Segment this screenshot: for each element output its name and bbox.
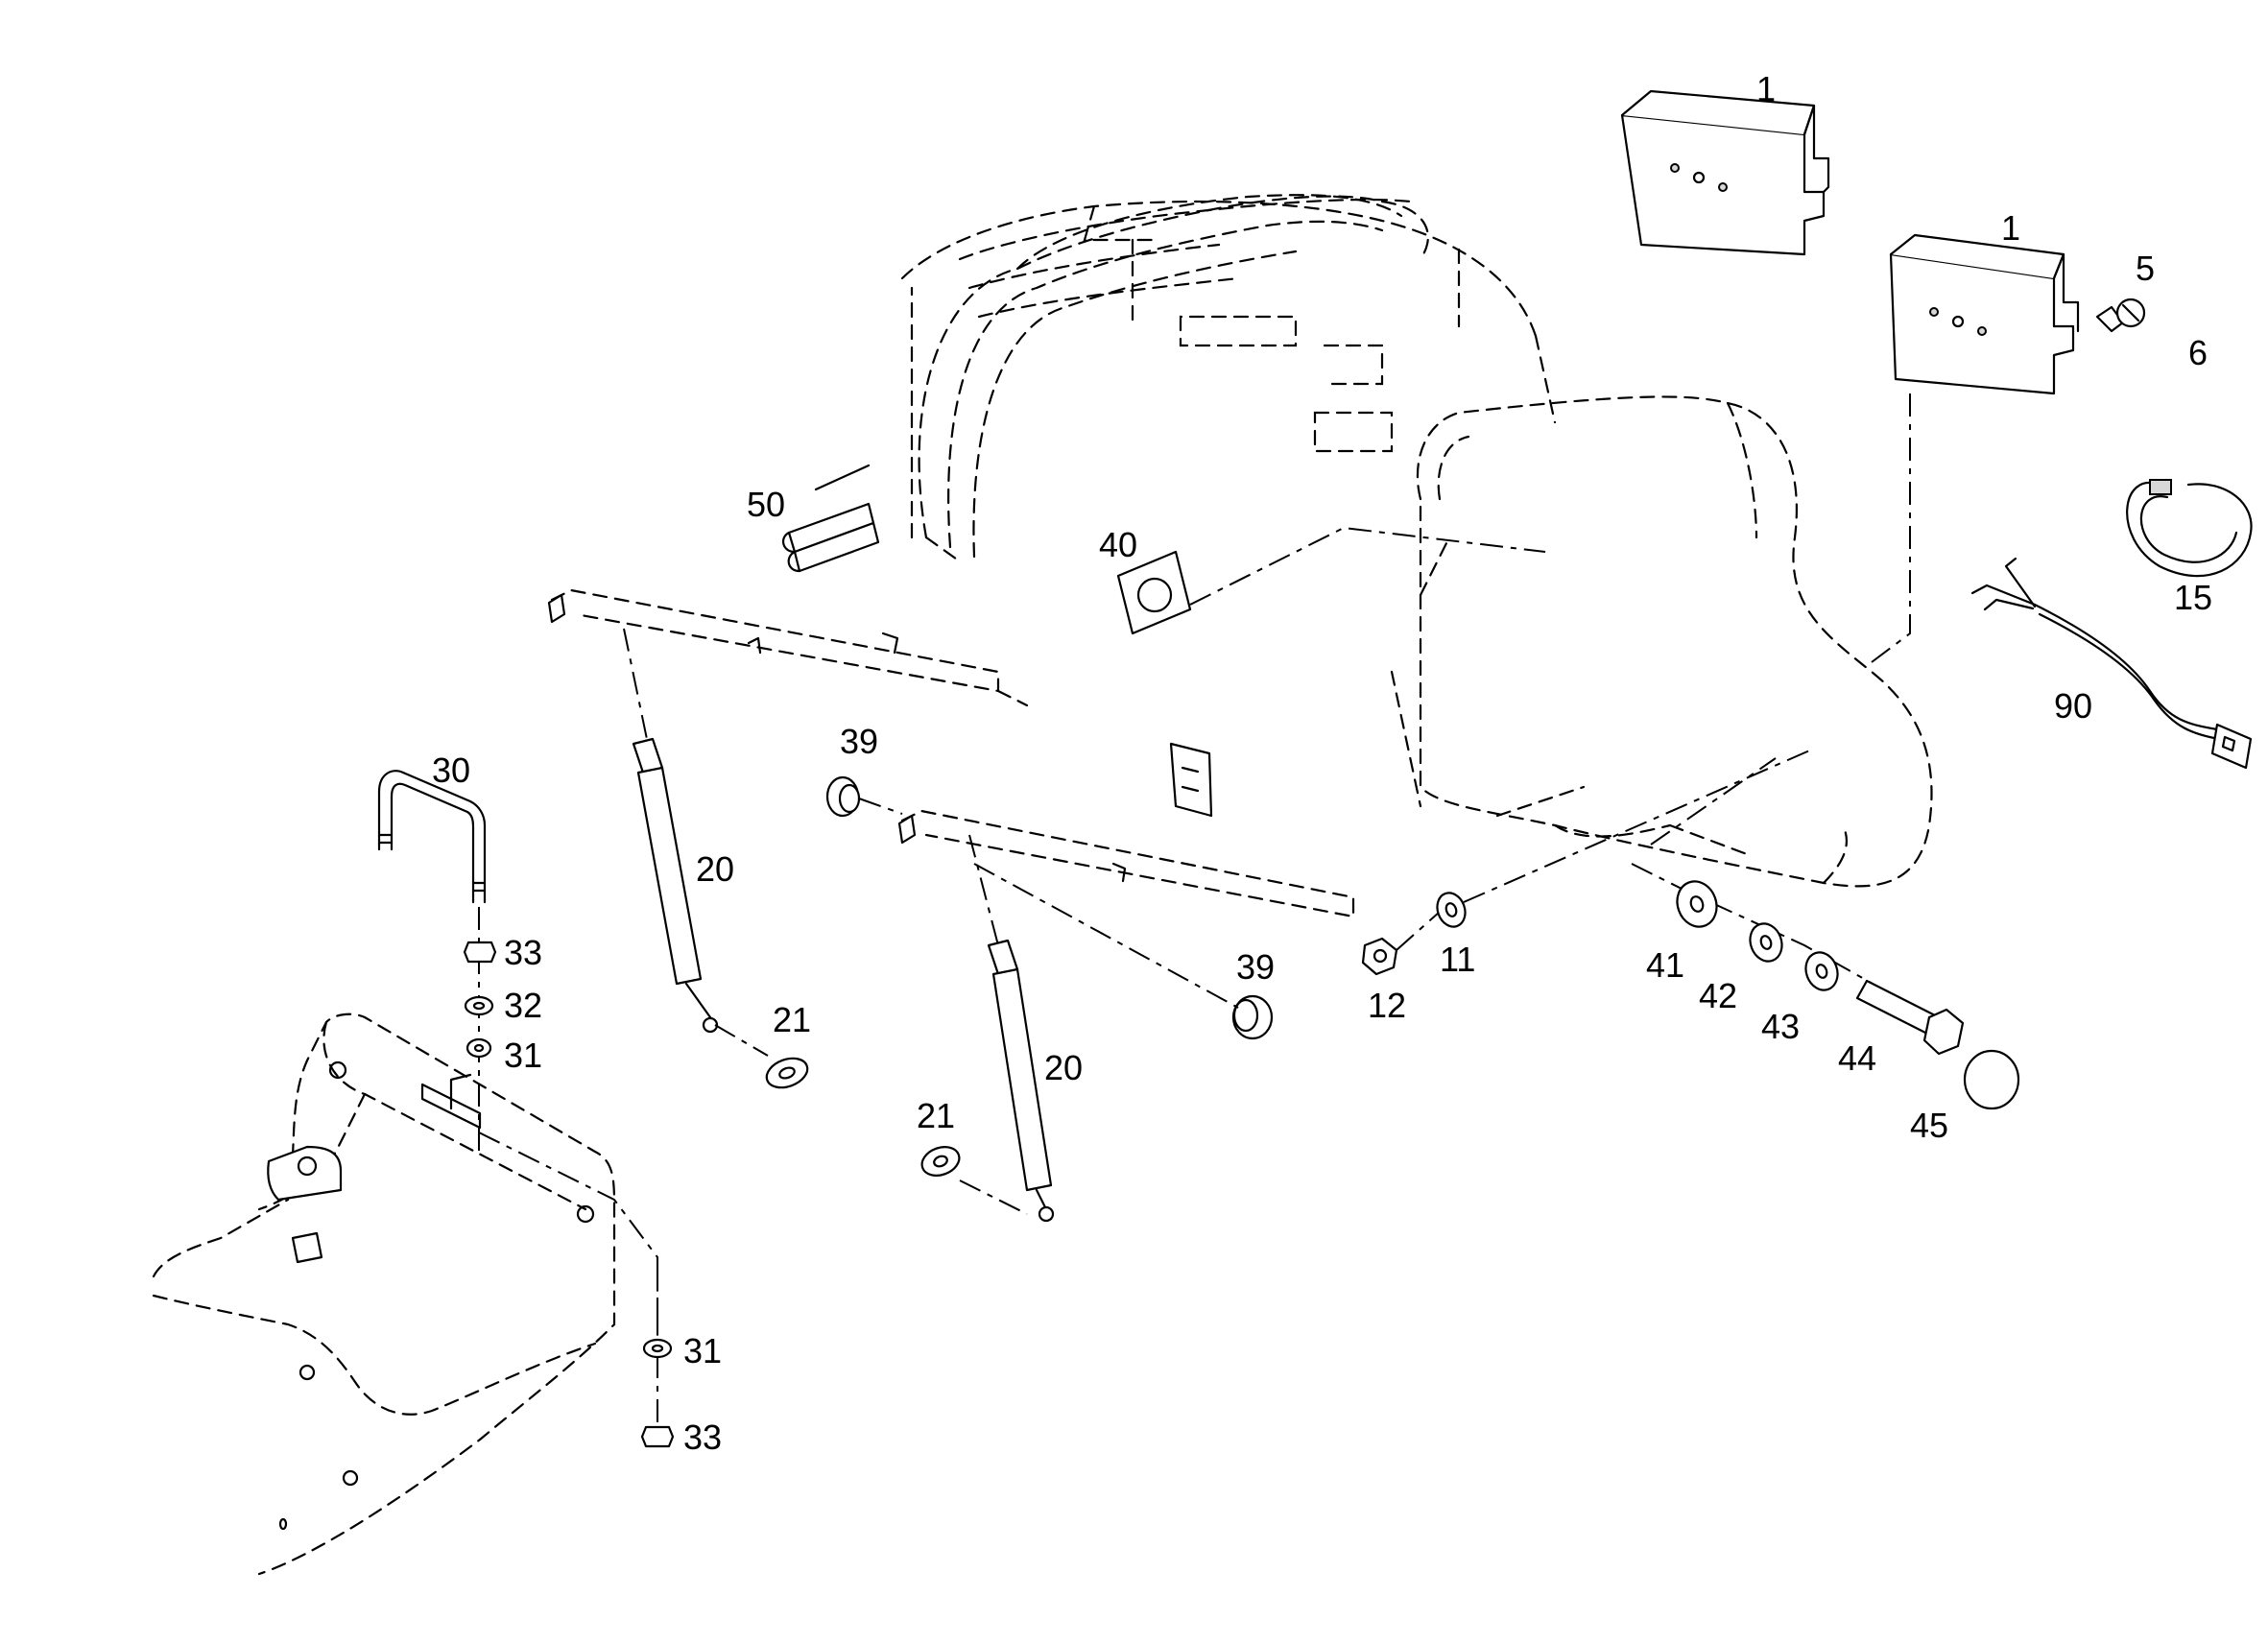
bracket-lower [897,742,1355,918]
label-31-upper: 31 [504,1036,542,1075]
label-42: 42 [1699,976,1737,1015]
part-21-washer-left [765,1057,809,1089]
label-1-right: 1 [2001,208,2020,248]
bracket-upper [547,588,1029,707]
label-43: 43 [1761,1007,1800,1046]
leader-lines [814,393,1911,846]
part-20-gas-spring-right [959,834,1055,1223]
label-40: 40 [1099,525,1137,564]
roof-panel [958,198,1413,319]
label-32: 32 [504,986,542,1025]
label-15: 15 [2174,578,2212,617]
frame-outline [900,200,1557,539]
hood-body [918,194,1461,563]
part-30-u-bolt [377,770,487,904]
label-12: 12 [1368,986,1406,1025]
label-5: 5 [2136,249,2155,288]
hardware-stack-lower [640,1267,675,1448]
part-5-6-bulb [2095,298,2146,333]
label-6: 6 [2188,333,2208,372]
fender-right [1390,395,1933,888]
part-41-43-washers [1631,863,1882,991]
hardware-stack-upper [463,907,497,1152]
label-31-lower: 31 [683,1331,722,1370]
part-11-washer [1436,748,1815,928]
part-39-bushing-lower [973,863,1274,1040]
label-90: 90 [2054,686,2092,726]
lower-frame [152,1013,658,1576]
label-39-lower: 39 [1236,947,1275,987]
part-1-lamp-right [1889,233,2080,395]
part-50-strip [781,502,880,573]
part-39-bushing-upper [825,775,903,818]
label-30: 30 [432,751,470,790]
part-1-lamp-upper [1620,89,1830,256]
label-41: 41 [1646,945,1684,985]
part-12-nut [1361,911,1441,976]
label-39-upper: 39 [840,722,878,761]
label-20-left: 20 [696,849,734,889]
part-21-washer-right [920,1146,961,1177]
part-45-cap [1963,1049,2020,1110]
label-21-right: 21 [917,1096,955,1135]
label-11: 11 [1440,940,1475,979]
part-44-bolt [1855,979,1965,1056]
part-40-seal [1116,550,1192,635]
label-50: 50 [747,485,785,524]
label-33-upper: 33 [504,933,542,972]
label-45: 45 [1910,1106,1948,1145]
label-44: 44 [1838,1038,1876,1078]
part-20-gas-spring-left [623,628,769,1057]
label-33-lower: 33 [683,1418,722,1457]
label-21-left: 21 [773,1000,811,1039]
part-90-wiring-harness [1970,557,2253,770]
label-20-right: 20 [1044,1048,1083,1087]
part-labels: 1 1 5 6 15 90 50 40 30 33 32 31 20 21 39… [432,69,2212,1457]
label-1-upper: 1 [1756,69,1776,108]
part-15-cable-tie [2126,479,2253,578]
